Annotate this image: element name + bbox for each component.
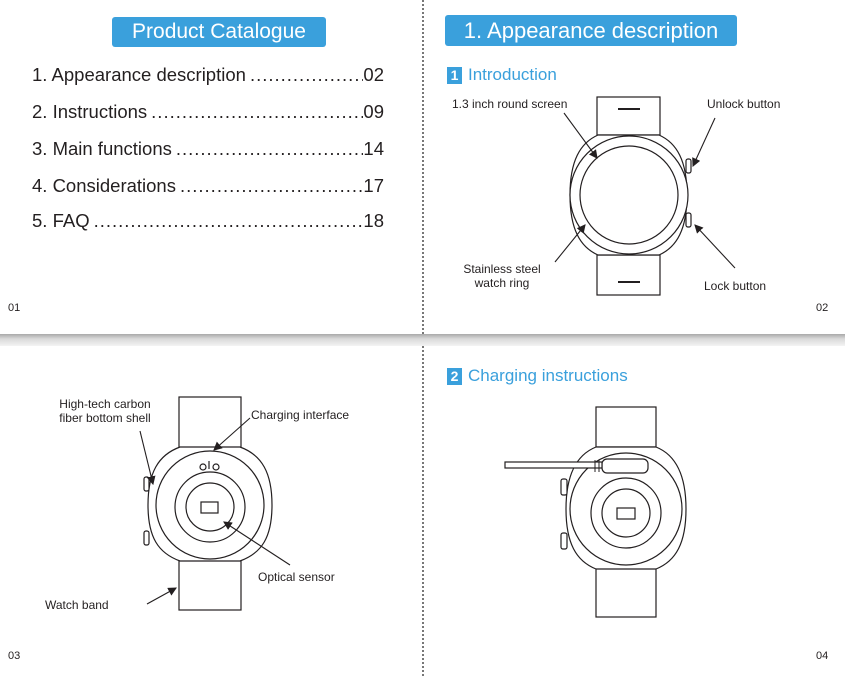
back-strap-bottom (178, 552, 242, 611)
charging-pin (212, 463, 220, 471)
toc-label: 1. Appearance description (32, 64, 246, 85)
section-number: 2 (447, 367, 462, 385)
toc-page: 17 (363, 175, 384, 196)
section-heading-introduction: 1 Introduction (447, 65, 557, 85)
charge-button-upper (560, 478, 568, 496)
page-number-4: 04 (816, 650, 829, 662)
label-carbon-shell: High-tech carbon fiber bottom shell (59, 397, 151, 425)
toc-leader (172, 138, 364, 160)
side-button-lower (143, 530, 150, 546)
toc-label: 4. Considerations (32, 175, 176, 196)
appearance-title: 1. Appearance description (445, 15, 737, 46)
toc-leader (90, 210, 364, 232)
section-number: 1 (447, 66, 462, 84)
label-optical-sensor: Optical sensor (258, 570, 335, 584)
toc-leader (246, 64, 363, 86)
charge-strap-top (595, 406, 657, 448)
watch-strap-bottom (596, 254, 661, 296)
charge-sensor (616, 507, 636, 520)
toc-item-5[interactable]: 5. FAQ 18 (32, 210, 384, 232)
charge-strap-bottom (595, 564, 657, 618)
catalogue-title: Product Catalogue (112, 17, 326, 47)
page-divider-bottom (422, 346, 424, 676)
page-number-3: 03 (8, 650, 21, 662)
toc-page: 18 (363, 210, 384, 231)
appearance-callouts (554, 112, 736, 269)
toc-item-4[interactable]: 4. Considerations 17 (32, 175, 384, 197)
toc-label: 3. Main functions (32, 138, 172, 159)
charging-diagram (504, 406, 687, 618)
label-lock-button: Lock button (704, 279, 767, 293)
optical-sensor-shape (200, 501, 219, 514)
toc-item-2[interactable]: 2. Instructions 09 (32, 101, 384, 123)
toc-label: 2. Instructions (32, 101, 148, 122)
label-unlock-button: Unlock button (707, 97, 781, 111)
page-divider-band (0, 334, 845, 346)
page-divider-top (422, 0, 424, 334)
toc-page: 02 (363, 64, 384, 85)
toc-item-3[interactable]: 3. Main functions 14 (32, 138, 384, 160)
charger-cable (504, 461, 603, 469)
label-round-screen: 1.3 inch round screen (452, 97, 568, 111)
section-title: Charging instructions (468, 366, 628, 385)
charger-plug (601, 458, 649, 474)
label-steel-ring: Stainless steel watch ring (463, 262, 541, 290)
unlock-button-shape (685, 158, 692, 174)
back-callouts (139, 417, 291, 605)
label-watch-band: Watch band (45, 598, 109, 612)
charging-pin (199, 463, 207, 471)
section-heading-charging: 2 Charging instructions (447, 366, 628, 386)
toc-leader (147, 101, 363, 123)
toc-leader (176, 175, 363, 197)
watch-front-diagram (569, 96, 692, 296)
toc-item-1[interactable]: 1. Appearance description 02 (32, 64, 384, 86)
back-strap-top (178, 396, 242, 456)
watch-screen (579, 145, 679, 245)
label-charging-interface: Charging interface (251, 408, 350, 422)
page-number-2: 02 (816, 302, 829, 314)
page-number-1: 01 (8, 302, 21, 314)
toc-page: 14 (363, 138, 384, 159)
toc-label: 5. FAQ (32, 210, 90, 231)
lock-button-shape (685, 212, 692, 228)
charge-button-lower (560, 532, 568, 550)
section-title: Introduction (468, 65, 557, 84)
toc-page: 09 (363, 101, 384, 122)
